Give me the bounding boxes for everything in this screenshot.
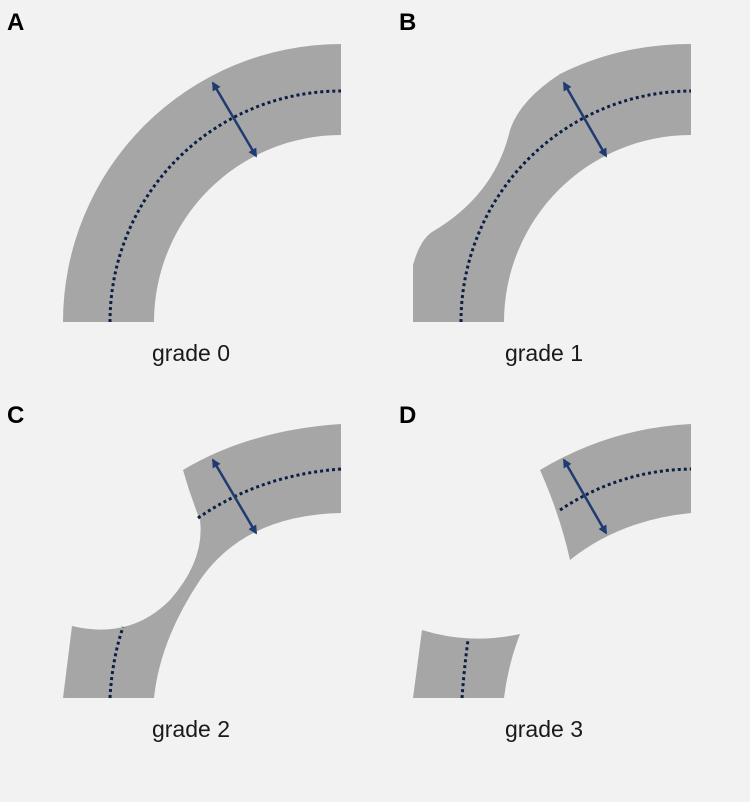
double-headed-arrow-icon [211,458,258,535]
panel-c-caption: grade 2 [151,716,230,742]
panel-b-caption: grade 1 [504,340,583,366]
panel-a-letter: A [7,9,25,36]
panel-b-letter: B [399,9,417,36]
panel-c-vessel [63,424,342,699]
double-headed-arrow-icon [562,81,608,158]
panel-b-vessel [413,44,692,323]
panel-d-vessel [413,424,692,699]
double-headed-arrow-icon [211,81,258,158]
panel-a-vessel [63,44,342,323]
panel-d-letter: D [399,402,417,429]
panel-a-caption: grade 0 [151,340,230,366]
panel-c-letter: C [7,402,25,429]
panel-d-caption: grade 3 [504,716,583,742]
double-headed-arrow-icon [562,458,608,535]
